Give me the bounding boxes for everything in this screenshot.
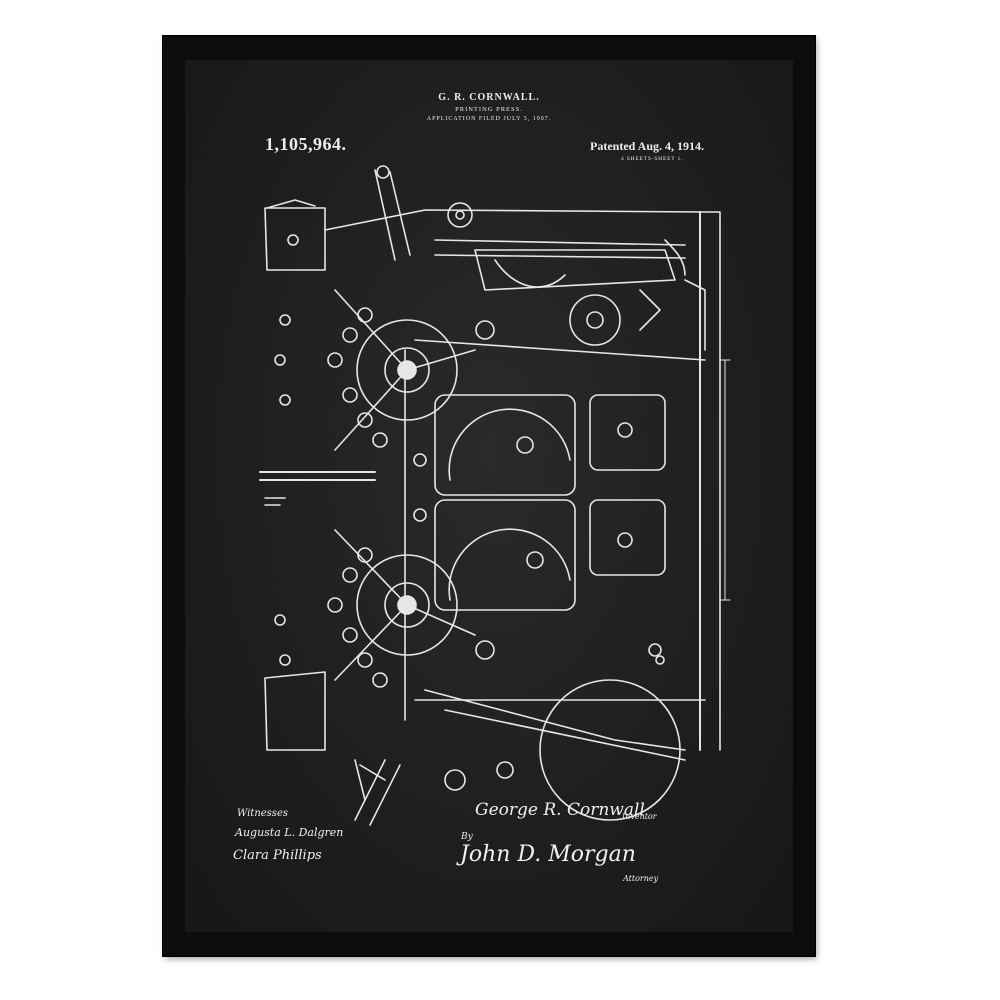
invention-title: PRINTING PRESS. — [455, 106, 523, 113]
inventor-name: G. R. CORNWALL. — [438, 92, 540, 103]
witnesses-label: Witnesses — [237, 808, 288, 819]
patent-number: 1,105,964. — [265, 134, 347, 154]
sheet-count: 4 SHEETS-SHEET 1. — [621, 156, 684, 162]
inventor-label: Inventor — [622, 812, 657, 821]
by-label: By — [461, 832, 473, 842]
application-filed: APPLICATION FILED JULY 5, 1907. — [426, 116, 552, 122]
witness-signature: Clara Phillips — [233, 848, 322, 863]
witness-signature: Augusta L. Dalgren — [235, 826, 344, 839]
inventor-signature: George R. Cornwall — [475, 800, 645, 820]
attorney-signature: John D. Morgan — [460, 842, 636, 867]
blueprint-paper: G. R. CORNWALL. PRINTING PRESS. APPLICAT… — [185, 60, 793, 932]
printing-press-drawing — [259, 165, 731, 826]
patent-date: Patented Aug. 4, 1914. — [590, 139, 704, 153]
attorney-label: Attorney — [623, 874, 659, 883]
